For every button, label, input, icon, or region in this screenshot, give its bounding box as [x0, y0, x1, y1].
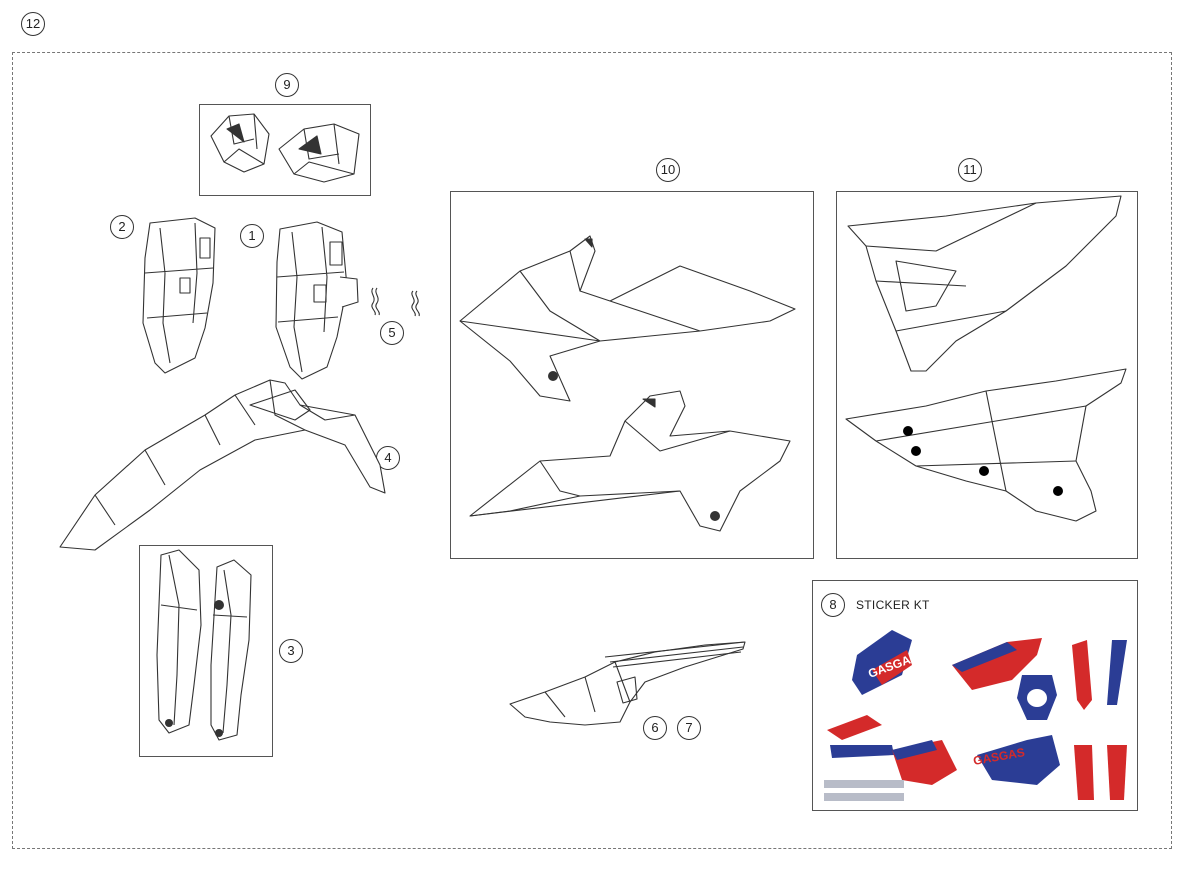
sticker-kit-label: STICKER KT [856, 598, 930, 612]
callout-11: 11 [958, 158, 982, 182]
radiator-scoops-drawing [459, 235, 796, 532]
radiator-shroud-left-drawing [142, 217, 216, 374]
fork-guards-drawing [156, 549, 252, 741]
callout-6: 6 [643, 716, 667, 740]
side-panels-drawing [845, 195, 1127, 522]
frame-radiator-scoops [450, 191, 814, 559]
radiator-shroud-right-drawing [275, 221, 359, 380]
rear-fender-drawing [509, 641, 746, 726]
callout-5: 5 [380, 321, 404, 345]
hand-guards-drawing [210, 113, 360, 183]
frame-hand-guards [199, 104, 371, 196]
frame-fork-guards [139, 545, 273, 757]
clips-drawing [371, 287, 420, 317]
callout-1: 1 [240, 224, 264, 248]
front-fender-drawing [59, 379, 386, 551]
callout-7: 7 [677, 716, 701, 740]
outer-frame [12, 52, 1172, 849]
frame-sticker-kit [812, 580, 1138, 811]
callout-3: 3 [279, 639, 303, 663]
callout-10: 10 [656, 158, 680, 182]
frame-side-panels [836, 191, 1138, 559]
callout-2: 2 [110, 215, 134, 239]
callout-8: 8 [821, 593, 845, 617]
callout-9: 9 [275, 73, 299, 97]
callout-12: 12 [21, 12, 45, 36]
sticker-kit-graphics: GASGAS GASGAS [824, 630, 1127, 801]
